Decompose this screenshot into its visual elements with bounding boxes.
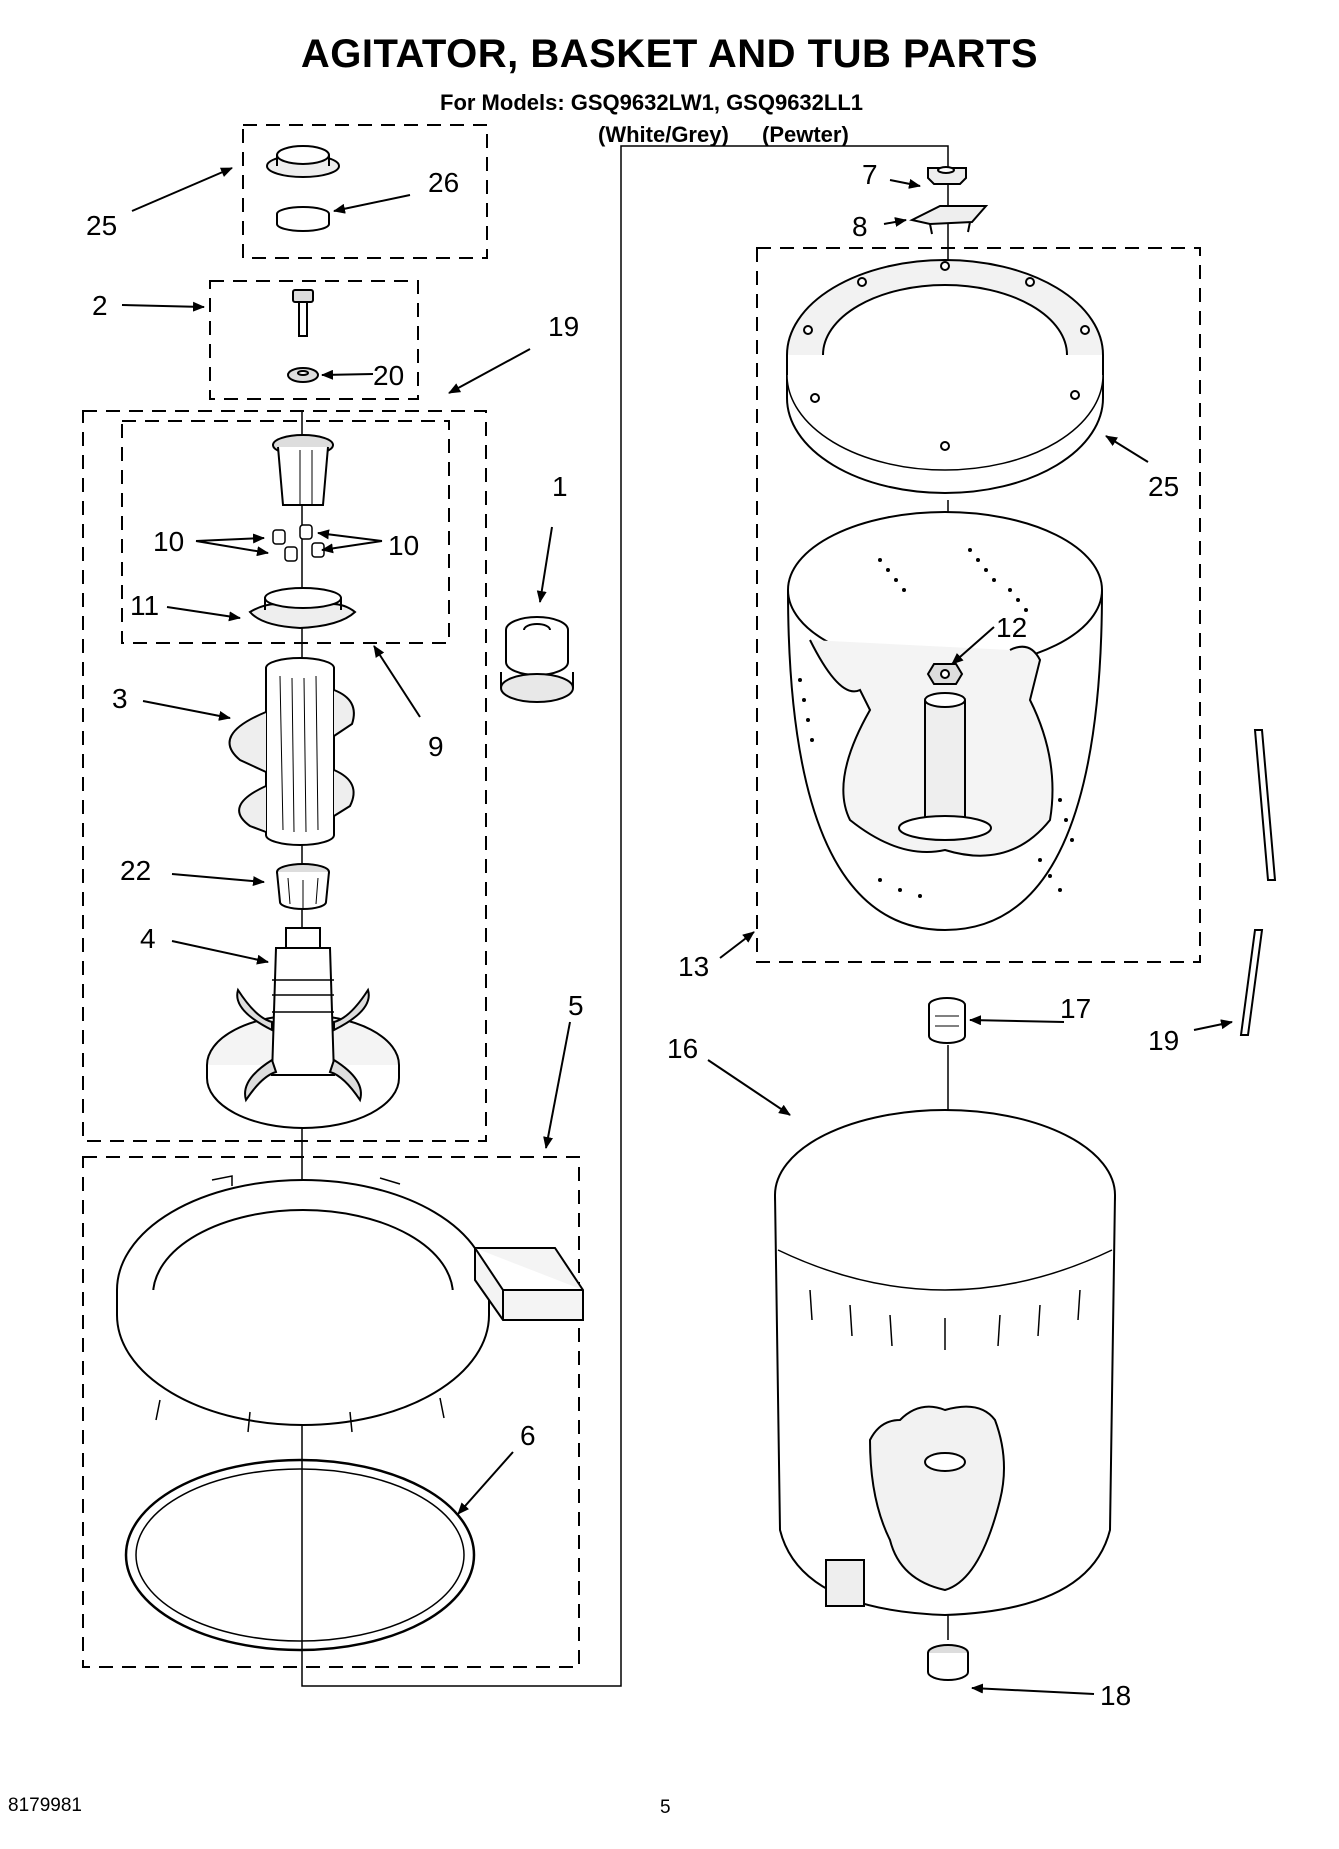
- callout-19: 19: [1148, 1025, 1179, 1056]
- callout-6: 6: [520, 1420, 536, 1451]
- group-box-13-25: [756, 247, 1201, 963]
- callout-1: 1: [552, 471, 568, 502]
- agitator-bolt-part: [292, 289, 314, 337]
- leader-13: [719, 931, 755, 959]
- leader-10-left-a: [195, 540, 269, 557]
- leader-2: [121, 301, 205, 312]
- callout-3: 3: [112, 683, 128, 714]
- leader-10-right-b: [317, 529, 383, 542]
- outer-tub-part: [774, 1109, 1116, 1617]
- callout-25: 25: [1148, 471, 1179, 502]
- leader-26: [321, 369, 374, 380]
- leader-20: [448, 348, 531, 394]
- assembly-line-left: [301, 145, 949, 1687]
- leader-12: [951, 626, 995, 665]
- callout-12: 12: [996, 612, 1027, 643]
- page-number: 5: [660, 1797, 671, 1818]
- leader-17: [969, 1015, 1065, 1026]
- auger-bearing-part: [276, 863, 330, 910]
- top-hub-clip-part: [927, 166, 967, 185]
- callout-24: 26: [428, 167, 459, 198]
- callout-11: 11: [130, 590, 159, 621]
- group-box-20: [82, 410, 487, 1142]
- callout-8: 8: [852, 211, 868, 242]
- tub-seal-part: [500, 616, 574, 703]
- callout-20: 19: [548, 311, 579, 342]
- callout-13: 13: [678, 951, 709, 982]
- cap-seal-part: [276, 206, 330, 232]
- agitator-dogs-part: [272, 524, 325, 562]
- agitator-cam-part: [272, 434, 334, 506]
- cam-driver-part: [248, 587, 357, 630]
- leader-25: [1105, 435, 1149, 463]
- variant-white-grey: (White/Grey): [598, 122, 729, 147]
- callout-26: 20: [373, 360, 404, 391]
- leader-18: [971, 1683, 1095, 1695]
- callout-17: 17: [1060, 993, 1091, 1024]
- bolt-washer-part: [287, 367, 319, 383]
- callout-5: 5: [568, 990, 584, 1021]
- agitator-base-part: [206, 927, 400, 1129]
- callout-4: 4: [140, 923, 156, 954]
- leader-8: [883, 217, 907, 227]
- callout-9: 9: [428, 731, 444, 762]
- leader-3: [142, 700, 231, 721]
- page-title: AGITATOR, BASKET AND TUB PARTS: [300, 32, 1039, 76]
- leader-11: [166, 606, 241, 622]
- leader-9: [373, 645, 421, 718]
- basket-nut-part: [926, 663, 964, 685]
- leader-19: [1193, 1019, 1233, 1031]
- callout-16: 16: [667, 1033, 698, 1064]
- wash-basket-part: [787, 511, 1103, 932]
- leader-22: [171, 873, 265, 887]
- document-number: 8179981: [8, 1795, 82, 1816]
- callout-7: 7: [862, 159, 878, 190]
- leader-10-left-b: [195, 533, 265, 544]
- tub-drive-ring-part: [124, 1458, 476, 1652]
- leader-23: [131, 167, 233, 212]
- callout-22: 22: [120, 855, 151, 886]
- leader-4: [171, 940, 269, 965]
- leader-10-right-a: [321, 540, 383, 554]
- callout-10-left: 10: [153, 526, 184, 557]
- callout-2: 2: [92, 290, 108, 321]
- group-box-23-24: [242, 124, 488, 259]
- agitator-cap-part: [266, 145, 340, 178]
- callout-23: 25: [86, 210, 117, 241]
- auger-part: [228, 657, 355, 846]
- leader-1: [536, 526, 553, 603]
- leader-24: [333, 194, 411, 214]
- callout-10-right: 10: [388, 530, 419, 561]
- group-box-9: [121, 420, 450, 644]
- models-line: For Models: GSQ9632LW1, GSQ9632LL1: [440, 90, 864, 115]
- leader-5: [543, 1021, 571, 1149]
- group-box-5-6: [82, 1156, 580, 1668]
- balance-ring-part: [786, 259, 1104, 494]
- callout-18: 18: [1100, 1680, 1131, 1711]
- hub-plate-part: [909, 205, 989, 235]
- variant-pewter: (Pewter): [762, 122, 849, 147]
- hose-part: [1239, 729, 1277, 1036]
- group-box-2-26: [209, 280, 419, 400]
- tub-bushing-part: [928, 997, 966, 1044]
- leader-7: [889, 178, 921, 189]
- tub-ring-part: [116, 1175, 584, 1433]
- tub-drain-plug-part: [927, 1644, 969, 1681]
- leader-6: [457, 1451, 514, 1515]
- leader-16: [707, 1059, 791, 1116]
